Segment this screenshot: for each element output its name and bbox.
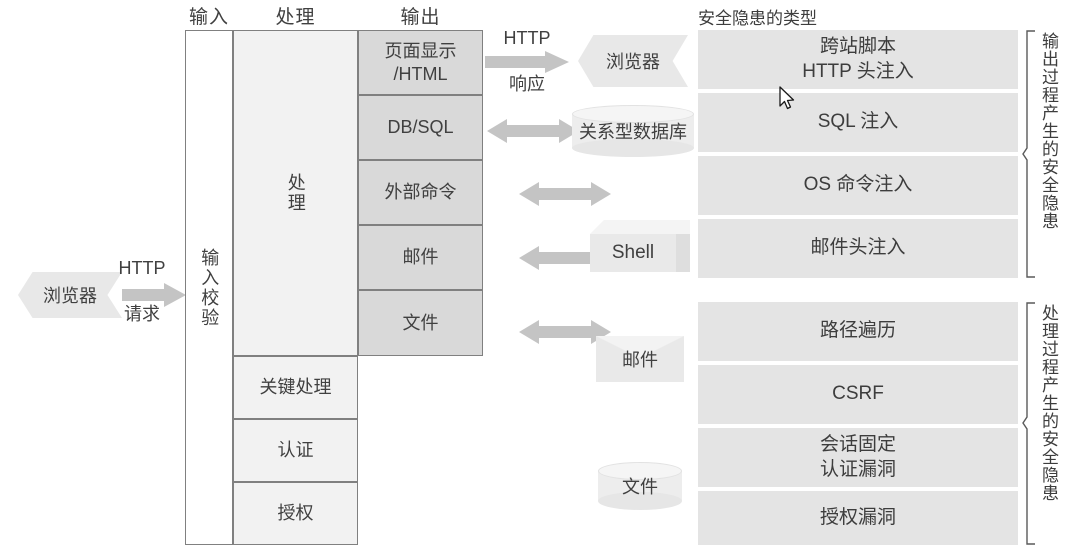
external-browser-request-label: 浏览器: [43, 286, 97, 306]
pipeline-process-row-2-label: 授权: [277, 503, 314, 524]
database-label-text: 关系型数据库: [579, 122, 687, 142]
risk-box-xss-line1: 跨站脚本: [819, 35, 896, 57]
external-system-database: 关系型数据库: [572, 105, 694, 157]
bracket-output-risks: [1022, 30, 1038, 278]
risk-box-os-command-injection-label: OS 命令注入: [803, 174, 913, 196]
arrow-http-request: [122, 283, 186, 307]
file-cylinder-bottom: [598, 492, 682, 510]
pipeline-output-row-3-line1: 邮件: [402, 247, 439, 268]
risk-types-header-label: 安全隐患的类型: [698, 9, 817, 28]
pipeline-process-main-label: 处理: [285, 173, 306, 213]
pipeline-output-row-1: DB/SQL: [358, 95, 483, 160]
bracket-output-risks-text: 输出过程产生的安全隐患: [1039, 32, 1058, 230]
shell-label-text: Shell: [611, 242, 655, 263]
http-response-label-line1: HTTP: [490, 28, 564, 49]
column-header-process: 处理: [233, 2, 358, 29]
http-request-label-line2: 请求: [104, 300, 180, 326]
column-header-input-label: 输入: [188, 7, 229, 28]
pipeline-output-row-2-line1: 外部命令: [384, 182, 457, 203]
pipeline-output-row-1-line1: DB/SQL: [387, 117, 454, 138]
http-request-text-1: HTTP: [118, 258, 166, 278]
arrow-to-shell: [519, 182, 611, 206]
pipeline-output-row-0: 页面显示 /HTML: [358, 30, 483, 95]
risk-box-authorization-flaw: 授权漏洞: [698, 491, 1018, 545]
external-system-mail-label: 邮件: [596, 336, 684, 382]
risk-box-path-traversal: 路径遍历: [698, 302, 1018, 361]
external-system-database-label: 关系型数据库: [563, 105, 703, 157]
risk-box-xss: 跨站脚本 HTTP 头注入: [698, 30, 1018, 89]
box3d-top-face: [590, 220, 690, 234]
risk-box-sql-injection: SQL 注入: [698, 93, 1018, 152]
http-request-text-2: 请求: [124, 304, 160, 324]
column-header-output-label: 输出: [400, 7, 441, 28]
external-browser-request: 浏览器: [18, 272, 122, 318]
external-system-file: 文件: [598, 462, 682, 510]
risk-box-xss-line2: HTTP 头注入: [802, 60, 914, 82]
pipeline-process-row-0-label: 关键处理: [259, 377, 332, 398]
pipeline-process-row-0: 关键处理: [233, 356, 358, 419]
bracket-process-risks: [1022, 302, 1038, 545]
external-system-browser: 浏览器: [578, 35, 688, 87]
pipeline-output-row-2: 外部命令: [358, 160, 483, 225]
bracket-process-risks-text: 处理过程产生的安全隐患: [1039, 304, 1058, 502]
risk-box-mail-header-injection: 邮件头注入: [698, 219, 1018, 278]
external-system-browser-label: 浏览器: [606, 52, 660, 72]
risk-box-authorization-flaw-label: 授权漏洞: [819, 506, 896, 528]
bracket-process-risks-label: 处理过程产生的安全隐患: [1039, 304, 1058, 544]
cylinder-bottom: [572, 139, 694, 157]
http-response-text-2: 响应: [509, 74, 545, 94]
risk-box-os-command-injection: OS 命令注入: [698, 156, 1018, 215]
column-header-process-label: 处理: [275, 7, 316, 28]
mail-label-text: 邮件: [622, 350, 658, 370]
box3d-front-face: [590, 234, 676, 272]
box3d-side-face: [676, 234, 690, 272]
column-header-output: 输出: [358, 2, 483, 29]
risk-box-mail-header-injection-label: 邮件头注入: [810, 237, 906, 259]
pipeline-input-validation-cell: 输入校验: [185, 30, 233, 545]
external-system-file-label: 文件: [598, 462, 682, 510]
risk-box-session-fixation-line2: 认证漏洞: [819, 458, 896, 480]
external-system-shell: Shell: [590, 220, 690, 272]
risk-box-session-fixation-line1: 会话固定: [819, 433, 896, 455]
pipeline-process-row-1: 认证: [233, 419, 358, 482]
http-response-label-line2: 响应: [490, 70, 564, 96]
arrow-to-browser: [485, 51, 575, 73]
pipeline-process-main-cell: 处理: [233, 30, 358, 356]
file-label-text: 文件: [622, 477, 658, 497]
external-system-shell-label: Shell: [590, 234, 676, 272]
risk-box-sql-injection-label: SQL 注入: [817, 111, 899, 133]
bracket-output-risks-label: 输出过程产生的安全隐患: [1039, 32, 1058, 276]
file-cylinder-top: [598, 462, 682, 480]
pipeline-output-row-4: 文件: [358, 290, 483, 356]
pipeline-output-row-3: 邮件: [358, 225, 483, 290]
pipeline-output-row-0-line1: 页面显示: [384, 41, 457, 61]
risk-box-csrf-label: CSRF: [832, 383, 884, 405]
cylinder-top: [572, 105, 694, 123]
risk-box-session-fixation: 会话固定 认证漏洞: [698, 428, 1018, 487]
risk-types-header: 安全隐患的类型: [698, 4, 817, 29]
http-request-label-line1: HTTP: [104, 258, 180, 279]
pipeline-input-validation-label: 输入校验: [199, 247, 220, 328]
http-response-text-1: HTTP: [503, 28, 551, 48]
pipeline-output-row-0-line2: /HTML: [393, 63, 448, 84]
pipeline-process-row-2: 授权: [233, 482, 358, 545]
external-system-mail: 邮件: [596, 336, 684, 382]
pipeline-output-row-4-line1: 文件: [402, 312, 439, 333]
column-header-input: 输入: [185, 2, 233, 29]
risk-box-path-traversal-label: 路径遍历: [819, 320, 896, 342]
pipeline-process-row-1-label: 认证: [277, 440, 314, 461]
risk-box-csrf: CSRF: [698, 365, 1018, 424]
